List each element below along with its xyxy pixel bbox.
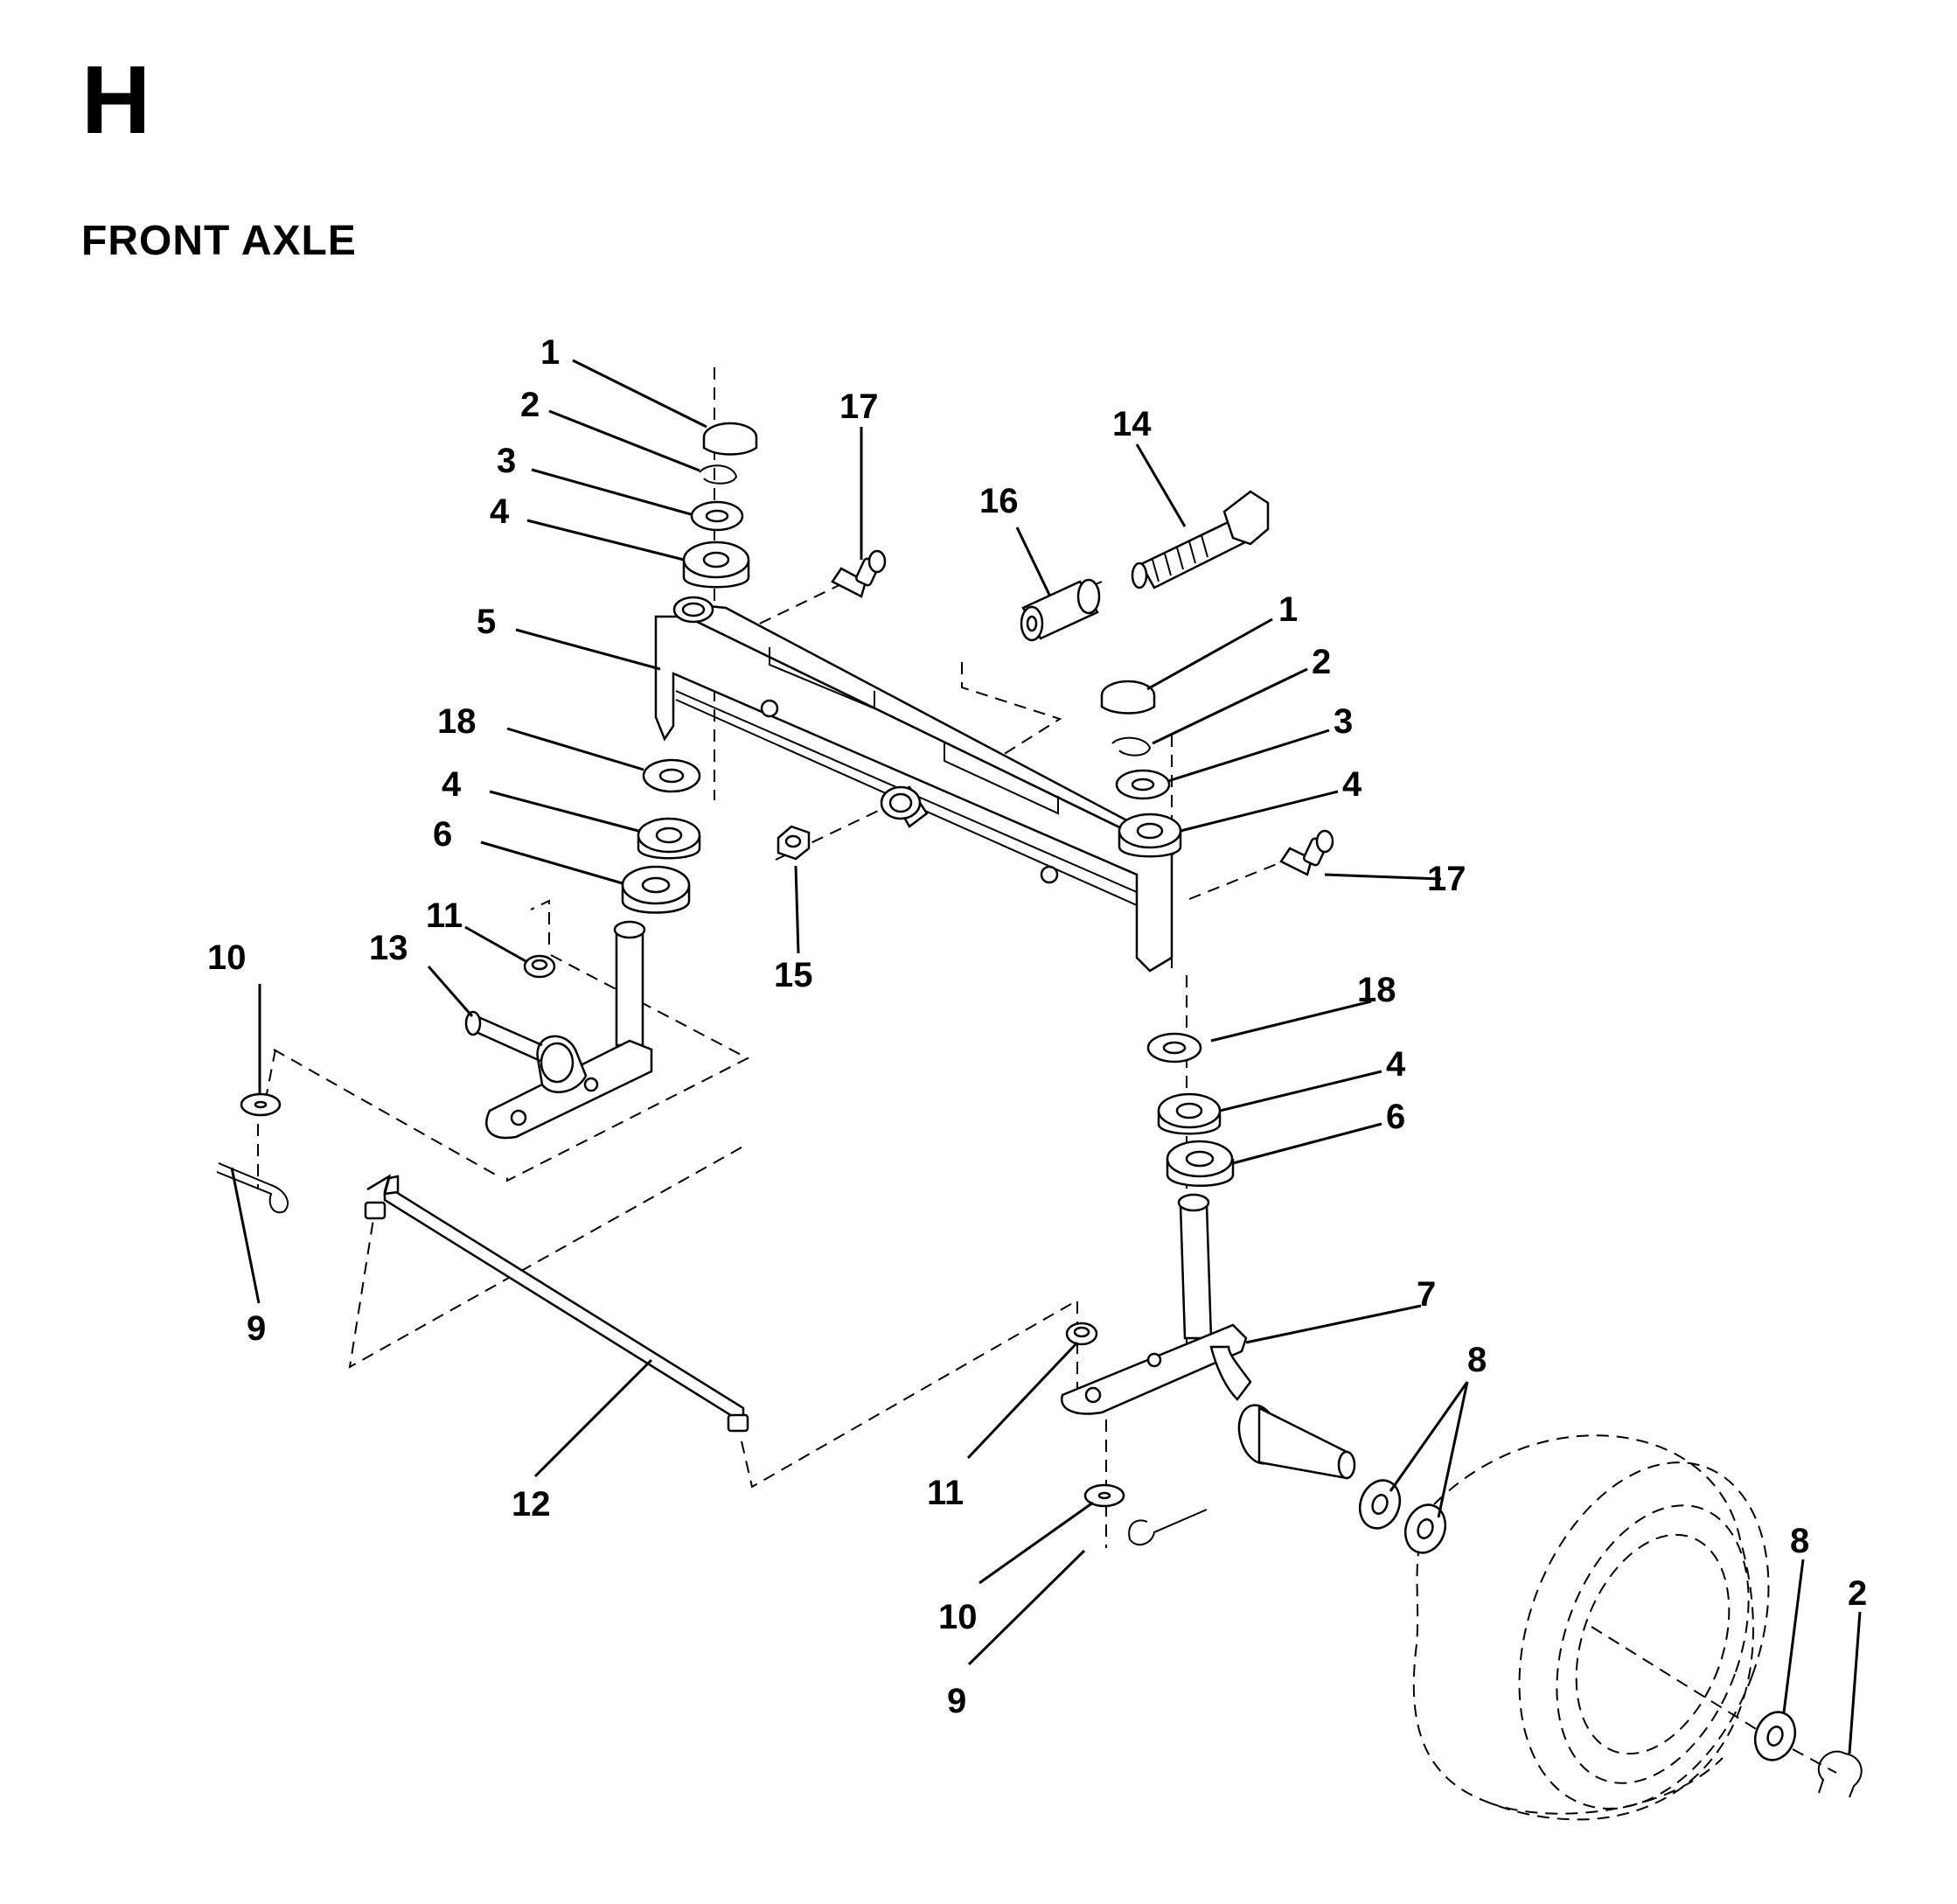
callout-17-left: 17 (839, 387, 879, 426)
callout-13: 13 (369, 929, 408, 967)
tire-phantom (1412, 1434, 1770, 1821)
bushing-4-right-low (1157, 1092, 1222, 1135)
nut-15 (777, 825, 811, 861)
cotter-pin-left (216, 1162, 289, 1214)
grease-fitting-left (831, 549, 887, 598)
callout-10-right: 10 (938, 1598, 978, 1636)
section-title: FRONT AXLE (81, 218, 357, 264)
callout-7: 7 (1417, 1275, 1436, 1314)
clip-right (1111, 736, 1152, 757)
callout-10-left: 10 (207, 938, 247, 977)
callout-5: 5 (477, 603, 496, 641)
spacer-16 (1020, 578, 1101, 642)
callout-4-right-low: 4 (1386, 1045, 1406, 1084)
callout-4-left-low: 4 (442, 765, 462, 804)
callout-1-right: 1 (1278, 590, 1298, 629)
washer-10-left (240, 1092, 282, 1117)
bushing-6-right (1166, 1140, 1235, 1187)
washer-8-wheel (1753, 1711, 1797, 1761)
spindle-left (464, 920, 653, 1140)
callout-2-wheel: 2 (1848, 1574, 1867, 1613)
callout-15: 15 (774, 956, 813, 994)
callout-6-right: 6 (1386, 1098, 1405, 1136)
callout-3-left: 3 (497, 442, 516, 480)
washer-3-right (1115, 769, 1171, 800)
washer-10-right (1083, 1483, 1125, 1508)
bushing-4-left-low (637, 817, 701, 860)
callout-2-right: 2 (1312, 643, 1331, 681)
callout-12: 12 (512, 1485, 551, 1524)
cap-right (1100, 680, 1156, 715)
callout-9-right: 9 (947, 1682, 966, 1720)
callouts: 1 2 3 4 5 18 4 6 17 14 16 1 2 3 4 17 15 … (207, 333, 1867, 1754)
bolt-14 (1131, 490, 1270, 589)
grease-fitting-right (1279, 829, 1334, 876)
callout-16: 16 (979, 482, 1019, 520)
bushing-4-left-top (682, 541, 750, 589)
assembly-lines (257, 367, 1837, 1774)
spindle-right (1061, 1193, 1356, 1480)
callout-8-wheel: 8 (1790, 1522, 1809, 1560)
callout-11-left: 11 (426, 896, 463, 935)
nut-11-left (523, 954, 556, 979)
cap-left (702, 422, 758, 456)
washer-18-right (1146, 1032, 1202, 1064)
washer-3-left (690, 500, 744, 532)
callout-18-right: 18 (1357, 971, 1396, 1009)
callout-11-right: 11 (927, 1474, 964, 1512)
callout-9-left: 9 (247, 1309, 266, 1348)
cotter-pin-right (1128, 1509, 1208, 1546)
callout-18-left: 18 (437, 702, 477, 741)
callout-1-left: 1 (540, 333, 560, 372)
clip-wheel (1817, 1750, 1863, 1798)
washer-18-left (642, 758, 701, 793)
washer-8-a (1358, 1479, 1402, 1530)
section-letter: H (81, 46, 151, 154)
callout-3-right: 3 (1334, 702, 1353, 741)
tie-rod (364, 1174, 749, 1433)
callout-17-right: 17 (1427, 860, 1466, 898)
callout-4-right-top: 4 (1342, 765, 1362, 804)
axle-beam (654, 596, 1175, 973)
clip-left (699, 464, 738, 485)
callout-8-pair: 8 (1467, 1341, 1487, 1379)
washer-8-b (1403, 1503, 1447, 1554)
callout-6-left: 6 (433, 815, 452, 854)
bushing-4-right-top (1118, 813, 1182, 858)
nut-11-right (1065, 1322, 1098, 1346)
bushing-6-left (621, 865, 691, 914)
callout-4-left-top: 4 (490, 492, 510, 531)
callout-2-left: 2 (520, 386, 540, 424)
callout-14: 14 (1112, 405, 1152, 443)
